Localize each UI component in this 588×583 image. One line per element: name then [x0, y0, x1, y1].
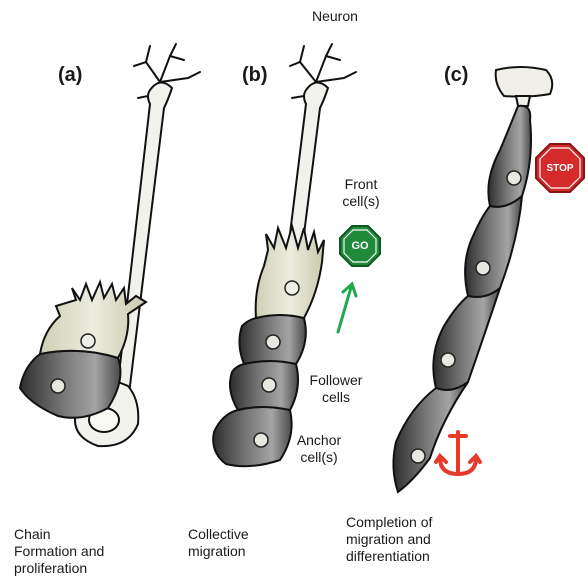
anchor-cells-label: Anchor cell(s)	[286, 432, 352, 466]
panel-a-caption-line-3: proliferation	[14, 560, 104, 577]
cell-a-dark	[20, 351, 120, 418]
front-cells-label: Front cell(s)	[330, 176, 392, 210]
go-arrow	[338, 284, 356, 332]
panel-b-caption: Collective migration	[188, 526, 249, 560]
panel-c-letter: (c)	[444, 64, 468, 86]
follower-cells-label: Follower cells	[298, 372, 374, 406]
cell-c-2-nucleus	[476, 261, 490, 275]
panel-a-letter: (a)	[58, 64, 82, 86]
cell-b-follower-2-nucleus	[262, 378, 276, 392]
anchor-cells-label-line-1: Anchor	[286, 432, 352, 449]
panel-c-caption-line-1: Completion of	[346, 514, 432, 531]
cell-c-1-nucleus	[507, 171, 521, 185]
panel-a-caption-line-1: Chain	[14, 526, 104, 543]
front-cells-label-line-1: Front	[330, 176, 392, 193]
cell-b-front	[256, 226, 324, 318]
cell-c-1	[488, 106, 531, 207]
cell-c-3-nucleus	[441, 353, 455, 367]
front-cells-label-line-2: cell(s)	[330, 193, 392, 210]
panel-b-caption-line-2: migration	[188, 543, 249, 560]
anchor-cells-label-line-2: cell(s)	[286, 449, 352, 466]
panel-b-letter: (b)	[242, 64, 268, 86]
cell-a-dark-nucleus	[51, 379, 65, 393]
cell-b-anchor	[213, 407, 291, 466]
neuron-b-body	[288, 82, 328, 250]
panel-a-caption-line-2: Formation and	[14, 543, 104, 560]
panel-c-caption-line-3: differentiation	[346, 548, 432, 565]
panel-b-caption-line-1: Collective	[188, 526, 249, 543]
stop-sign-text: STOP	[536, 160, 584, 177]
neuron-a-body	[116, 82, 172, 402]
go-sign-text: GO	[340, 238, 380, 255]
panel-c-caption-line-2: migration and	[346, 531, 432, 548]
cell-b-follower-1-nucleus	[266, 335, 280, 349]
neuron-label: Neuron	[312, 8, 358, 25]
neuron-c-terminal	[496, 67, 553, 97]
cell-b-anchor-nucleus	[254, 433, 268, 447]
cell-c-4-nucleus	[411, 449, 425, 463]
follower-cells-label-line-2: cells	[298, 389, 374, 406]
cell-c-3	[433, 288, 500, 390]
panel-a-illustration	[20, 44, 200, 446]
follower-cells-label-line-1: Follower	[298, 372, 374, 389]
panel-c-illustration	[393, 67, 584, 492]
panel-a-caption: Chain Formation and proliferation	[14, 526, 104, 577]
cell-c-2	[465, 196, 522, 297]
cell-b-front-nucleus	[285, 281, 299, 295]
neuron-c-stalk	[516, 96, 530, 106]
panel-c-caption: Completion of migration and differentiat…	[346, 514, 432, 565]
cell-a-front-nucleus	[81, 334, 95, 348]
anchor-icon	[436, 432, 480, 474]
